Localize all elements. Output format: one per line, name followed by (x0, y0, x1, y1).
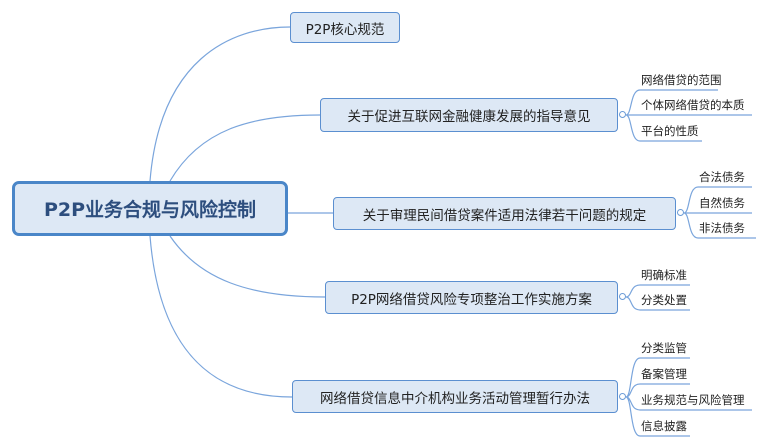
collapse-toggle-icon[interactable] (619, 111, 626, 118)
leaf-node[interactable]: 明确标准 (641, 268, 687, 282)
leaf-node[interactable]: 业务规范与风险管理 (641, 393, 745, 407)
collapse-toggle-icon[interactable] (677, 209, 684, 216)
branch-node[interactable]: 网络借贷信息中介机构业务活动管理暂行办法 (292, 380, 618, 413)
leaf-node[interactable]: 自然债务 (699, 196, 745, 210)
leaf-node[interactable]: 分类处置 (641, 293, 687, 307)
branch-node[interactable]: P2P核心规范 (290, 12, 400, 43)
leaf-node[interactable]: 分类监管 (641, 341, 687, 355)
leaf-node[interactable]: 网络借贷的范围 (641, 73, 722, 87)
leaf-node[interactable]: 备案管理 (641, 367, 687, 381)
leaf-node[interactable]: 平台的性质 (641, 124, 699, 138)
root-node[interactable]: P2P业务合规与风险控制 (12, 181, 288, 236)
leaf-node[interactable]: 个体网络借贷的本质 (641, 98, 745, 112)
branch-node[interactable]: P2P网络借贷风险专项整治工作实施方案 (325, 281, 618, 314)
collapse-toggle-icon[interactable] (619, 393, 626, 400)
leaf-node[interactable]: 信息披露 (641, 419, 687, 433)
leaf-node[interactable]: 非法债务 (699, 221, 745, 235)
branch-node[interactable]: 关于促进互联网金融健康发展的指导意见 (320, 98, 618, 132)
collapse-toggle-icon[interactable] (619, 293, 626, 300)
leaf-node[interactable]: 合法债务 (699, 170, 745, 184)
branch-node[interactable]: 关于审理民间借贷案件适用法律若干问题的规定 (333, 197, 676, 230)
